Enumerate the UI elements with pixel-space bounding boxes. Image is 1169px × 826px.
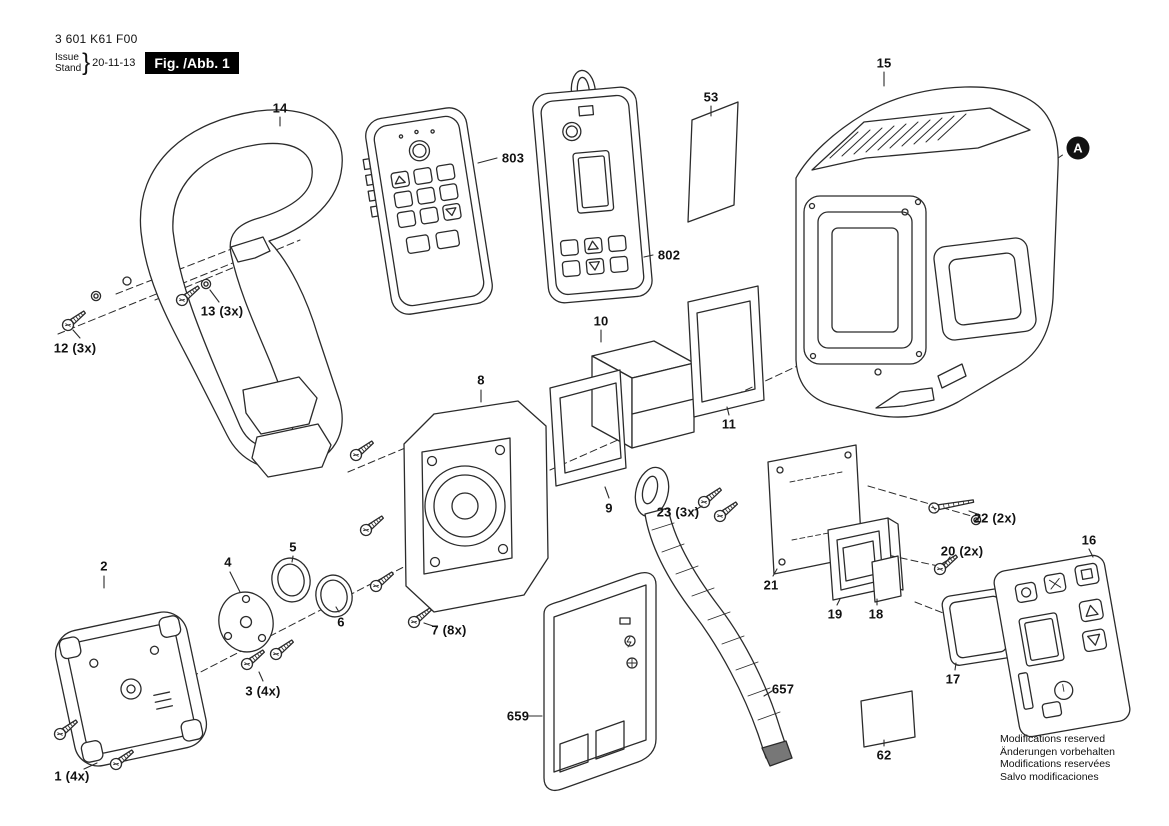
callout-53: 53 [703,89,719,105]
modifications-note: Modifications reserved Änderungen vorbeh… [1000,733,1115,783]
callout-657: 657 [771,681,795,697]
part-2-base-plate [54,611,208,767]
part-62-label [860,690,916,748]
callout-10: 10 [593,313,609,329]
callout-16: 16 [1081,532,1097,548]
footer-line-es: Salvo modificaciones [1000,770,1099,783]
part-15-housing [795,86,1059,418]
part-657-strap [634,466,793,767]
detail-marker-a: A [1066,136,1090,160]
part-14-handle [122,109,343,478]
callout-20: 20 (2x) [940,543,984,559]
figure-label: Fig. /Abb. 1 [145,52,239,74]
callout-19: 19 [827,606,843,622]
issue-date: 20-11-13 [92,57,136,69]
part-4-retainer-plate [218,591,274,653]
part-9-gasket [549,369,627,487]
part-659-battery-door [543,571,657,792]
callout-6: 6 [337,614,345,630]
part-802-receiver [532,69,653,304]
stand-label: Stand [55,63,82,74]
callout-8: 8 [477,372,485,388]
document-number: 3 601 K61 F00 [55,32,138,46]
part-16-keypad [993,554,1131,738]
callout-23: 23 (3x) [656,504,700,520]
callout-7: 7 (8x) [431,622,467,638]
callout-3: 3 (4x) [245,683,281,699]
callout-12: 12 (3x) [53,340,97,356]
part-5-oring [271,557,311,603]
part-11-frame [687,285,765,418]
callout-14: 14 [272,100,288,116]
footer-line-fr: Modifications reservées [1000,758,1111,770]
callout-17: 17 [945,671,961,687]
part-53-foil [687,101,739,223]
part-803-remote [362,107,493,315]
callout-9: 9 [605,500,613,516]
issue-stand-labels: Issue Stand [55,52,81,74]
footer-line-de: Änderungen vorbehalten [1000,745,1116,758]
part-6-lens [315,574,353,618]
callout-4: 4 [224,554,232,570]
screw-22 [928,499,975,514]
part-18-display-window [871,555,902,603]
title-block: 3 601 K61 F00 Issue Stand } 20-11-13 Fig… [55,32,239,76]
callout-22: 22 (2x) [973,510,1017,526]
callout-11: 11 [721,416,737,432]
footer-line-en: Modifications reserved [1000,733,1106,745]
leader-lines [72,71,1094,770]
callout-13: 13 (3x) [200,303,244,319]
callout-659: 659 [506,708,530,724]
callout-802: 802 [657,247,681,263]
brace-glyph: } [82,49,91,76]
callout-1: 1 (4x) [54,768,90,784]
part-10-prism [591,340,695,449]
screws-23 [695,484,741,525]
issue-label: Issue [55,52,79,63]
callout-5: 5 [289,539,297,555]
callout-2: 2 [100,558,108,574]
callout-21: 21 [763,577,779,593]
callout-62: 62 [876,747,892,763]
callout-803: 803 [501,150,525,166]
part-8-mounting-frame [403,400,549,613]
callout-18: 18 [868,606,884,622]
callout-15: 15 [876,55,892,71]
